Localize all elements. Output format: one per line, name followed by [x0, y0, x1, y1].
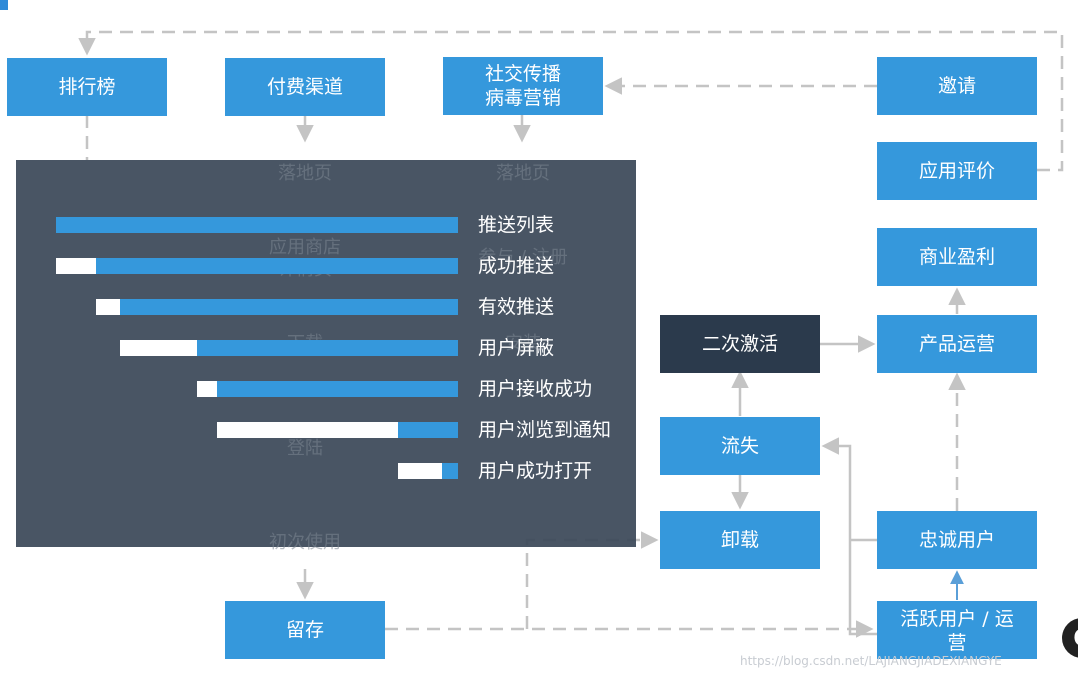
funnel-bar [56, 217, 458, 233]
funnel-bar [96, 299, 458, 315]
node-social-label: 社交传播 [484, 63, 561, 85]
node-uninstall: 卸载 [660, 511, 820, 569]
node-ranking-label: 排行榜 [58, 76, 116, 98]
node-loyal-users: 忠诚用户 [877, 511, 1037, 569]
funnel-label: 用户屏蔽 [478, 337, 555, 359]
node-retention-label: 留存 [285, 619, 324, 641]
ghost-landing-1-label: 落地页 [278, 163, 332, 184]
funnel-label: 用户浏览到通知 [478, 419, 612, 441]
funnel-bar [397, 463, 458, 479]
node-app-review: 应用评价 [877, 142, 1037, 200]
node-paid-channel: 付费渠道 [225, 58, 385, 116]
node-churn-label: 流失 [720, 435, 759, 457]
ghost-install-label: 安装 [505, 333, 541, 354]
funnel-bar [216, 422, 458, 438]
node-invite: 邀请 [877, 57, 1037, 115]
node-active-users: 活跃用户 / 运 营 [877, 601, 1037, 659]
funnel-drop-segment [96, 299, 121, 315]
push-funnel-panel: 落地页 落地页 应用商店 详情页 参与 / 注册 下载 安装 登陆 初次使用 推… [16, 160, 636, 553]
ghost-first-use-label: 初次使用 [269, 532, 341, 553]
node-reactivation-label: 二次激活 [701, 333, 778, 355]
node-active-users-label-2: 营 [947, 632, 967, 654]
node-retention: 留存 [225, 601, 385, 659]
ghost-node-landing-1: 落地页 [225, 143, 385, 201]
ghost-login-label: 登陆 [287, 438, 323, 459]
ghost-app-store-label: 应用商店 [269, 237, 341, 258]
ghost-signup-label: 参与 / 注册 [478, 247, 568, 268]
node-viral-label: 病毒营销 [484, 87, 561, 109]
funnel-label: 推送列表 [478, 214, 555, 236]
node-monetization: 商业盈利 [877, 228, 1037, 286]
node-churn: 流失 [660, 417, 820, 475]
ghost-node-install: 安装 [443, 313, 603, 371]
ghost-node-login: 登陆 [225, 418, 385, 476]
ghost-node-landing-2: 落地页 [443, 143, 603, 201]
funnel-bar [196, 381, 458, 397]
node-monetization-label: 商业盈利 [918, 246, 995, 268]
node-social-viral: 社交传播 病毒营销 [443, 57, 603, 115]
node-product-ops: 产品运营 [877, 315, 1037, 373]
funnel-label: 有效推送 [478, 296, 555, 318]
review-to-ranking-link [78, 30, 1064, 172]
retention-to-uninstall-link [525, 531, 659, 629]
node-reactivation: 二次激活 [660, 315, 820, 373]
funnel-drop-segment [397, 463, 442, 479]
funnel-label: 用户接收成功 [478, 378, 593, 400]
funnel-drop-segment [216, 422, 398, 438]
ghost-node-app-store: 应用商店 [225, 217, 385, 275]
node-ranking: 排行榜 [7, 58, 167, 116]
funnel-drop-segment [196, 381, 217, 397]
funnel-bar [56, 258, 458, 274]
node-app-review-label: 应用评价 [918, 160, 995, 182]
site-logo: C [1062, 618, 1078, 658]
funnel-drop-segment [120, 340, 197, 356]
ghost-node-first-use: 初次使用 [225, 512, 385, 570]
node-loyal-users-label: 忠诚用户 [918, 529, 995, 551]
ghost-landing-2-label: 落地页 [496, 163, 550, 184]
node-invite-label: 邀请 [937, 75, 976, 97]
ghost-node-signup: 参与 / 注册 [443, 227, 603, 285]
funnel-bar [120, 340, 458, 356]
funnel-label: 成功推送 [478, 255, 555, 277]
source-watermark: https://blog.csdn.net/LAJIANGJIADEXIANGY… [740, 654, 1002, 668]
node-active-users-label-1: 活跃用户 / 运 [900, 608, 1014, 630]
corner-accent [0, 0, 8, 10]
node-product-ops-label: 产品运营 [918, 333, 995, 355]
funnel-drop-segment [56, 258, 97, 274]
node-paid-channel-label: 付费渠道 [266, 76, 343, 98]
node-uninstall-label: 卸载 [720, 529, 759, 551]
funnel-label: 用户成功打开 [478, 460, 593, 482]
